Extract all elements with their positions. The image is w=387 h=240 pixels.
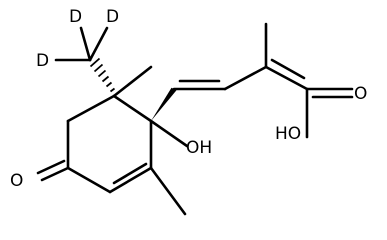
bond-c1-c6 [112, 94, 153, 123]
atom-labels: D D D OH O HO O [10, 7, 367, 191]
bond-chain-2 [223, 65, 268, 91]
bond-c1-oh [149, 119, 189, 148]
cyclohexenone-ring [36, 65, 189, 216]
atom-d-top-right: D [106, 7, 119, 27]
bond-c-d-top-left [79, 26, 92, 62]
bond-c6-methyl [112, 65, 153, 98]
bond-c6-c5 [66, 94, 116, 123]
wedge-c1-sidechain [151, 87, 177, 121]
atom-acid-carbonyl: O [354, 84, 367, 104]
bond-c2-methyl [149, 166, 187, 216]
bond-c3-c2 [108, 166, 153, 194]
atom-d-left: D [36, 51, 49, 71]
cd3-bonds [54, 26, 109, 62]
hashed-wedge-cd3 [89, 57, 116, 93]
bond-chain-3 [264, 65, 309, 91]
bond-c3-c2-inner [112, 162, 148, 185]
bond-c4-c3 [66, 166, 112, 194]
atom-acid-hydroxyl: HO [275, 124, 301, 144]
pentadienoic-acid-chain [172, 22, 354, 139]
abscisic-acid-d3-structure: D D D OH O HO O [10, 7, 367, 216]
bond-chain-3-inner [270, 58, 306, 80]
atom-d-top-left: D [69, 7, 82, 27]
atom-ring-ketone: O [10, 171, 23, 191]
bond-ketone-1 [40, 166, 70, 182]
bond-ketone-2 [36, 159, 66, 175]
atom-ring-hydroxyl: OH [186, 138, 212, 158]
bond-c-d-top-right [88, 26, 109, 62]
